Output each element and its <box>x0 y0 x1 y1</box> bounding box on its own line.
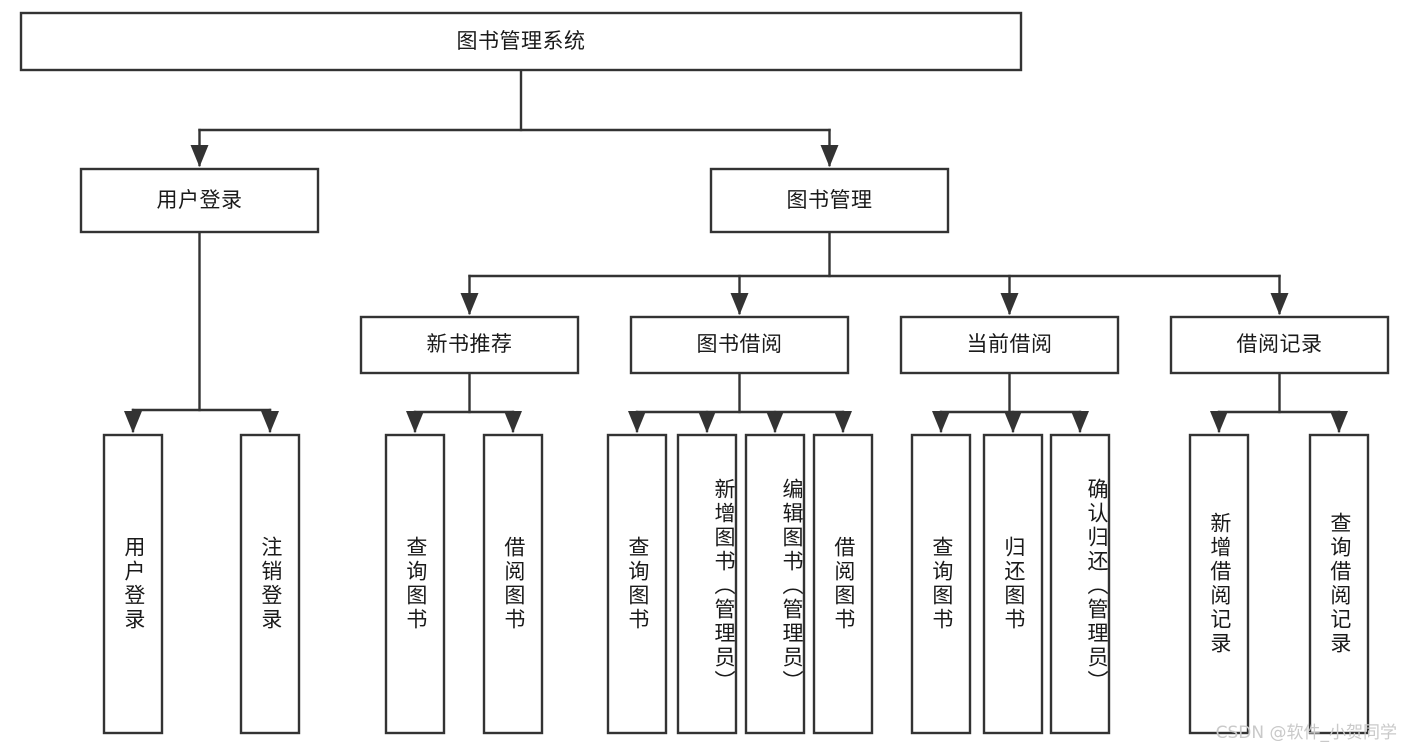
arrow-head-icon <box>820 145 839 167</box>
arrow-head-icon <box>834 411 852 433</box>
arrow-head-icon <box>1071 411 1089 433</box>
arrow-head-icon <box>1330 411 1348 433</box>
node-leaf-11[interactable] <box>1188 433 1250 735</box>
arrow-head-icon <box>1000 293 1019 315</box>
arrow-head-icon <box>1270 293 1289 315</box>
node-leaf-4[interactable] <box>606 433 668 735</box>
node-level2-0[interactable] <box>79 167 320 234</box>
node-leaf-0[interactable] <box>102 433 164 735</box>
node-leaf-1[interactable] <box>239 433 301 735</box>
arrow-head-icon <box>730 293 749 315</box>
node-leaf-10[interactable] <box>1049 433 1111 735</box>
node-leaf-3[interactable] <box>482 433 544 735</box>
arrow-head-icon <box>504 411 522 433</box>
node-level3-0[interactable] <box>359 315 580 375</box>
node-leaf-8[interactable] <box>910 433 972 735</box>
arrow-head-icon <box>766 411 784 433</box>
arrow-head-icon <box>190 145 209 167</box>
arrow-head-icon <box>261 411 279 433</box>
arrow-head-icon <box>932 411 950 433</box>
node-leaf-6[interactable] <box>744 433 806 735</box>
node-boxes <box>19 11 1390 735</box>
node-leaf-9[interactable] <box>982 433 1044 735</box>
arrow-head-icon <box>698 411 716 433</box>
node-level3-3[interactable] <box>1169 315 1390 375</box>
arrow-head-icon <box>406 411 424 433</box>
node-level3-2[interactable] <box>899 315 1120 375</box>
arrow-head-icon <box>1004 411 1022 433</box>
node-leaf-7[interactable] <box>812 433 874 735</box>
node-leaf-2[interactable] <box>384 433 446 735</box>
connector-lines <box>124 68 1348 433</box>
watermark-text: CSDN @软件_小贺同学 <box>1215 723 1397 743</box>
node-leaf-5[interactable] <box>676 433 738 735</box>
arrow-head-icon <box>628 411 646 433</box>
arrow-head-icon <box>124 411 142 433</box>
node-level3-1[interactable] <box>629 315 850 375</box>
node-leaf-12[interactable] <box>1308 433 1370 735</box>
node-root[interactable] <box>19 11 1023 72</box>
arrow-head-icon <box>460 293 479 315</box>
node-level2-1[interactable] <box>709 167 950 234</box>
arrow-head-icon <box>1210 411 1228 433</box>
